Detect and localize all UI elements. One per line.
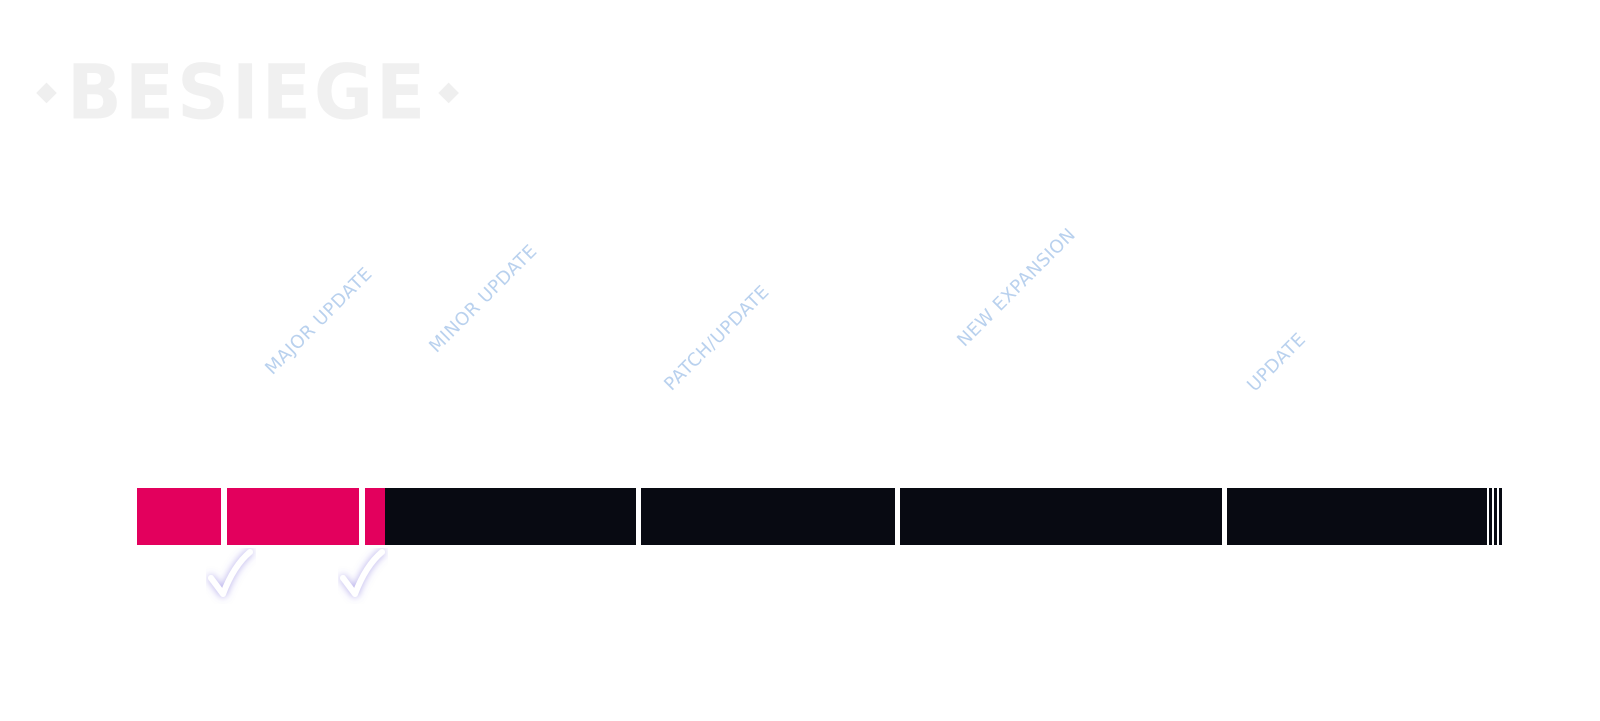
game-logo: ⬥ BESIEGE ⬥ — [36, 47, 459, 137]
progress-bar-end-tick — [1499, 488, 1502, 545]
progress-bar-end-tick — [1494, 488, 1497, 545]
logo-ornament-left: ⬥ — [36, 74, 57, 109]
progress-segment-completed — [227, 488, 359, 545]
logo-text: BESIEGE — [67, 47, 429, 137]
progress-segment-remaining — [641, 488, 895, 545]
milestone-label: PATCH/UPDATE — [660, 281, 774, 395]
milestone-label: MAJOR UPDATE — [261, 263, 377, 379]
progress-segment-remaining — [385, 488, 636, 545]
progress-segment-completed — [365, 488, 385, 545]
roadmap-progress-bar — [137, 488, 1503, 545]
progress-segment-remaining — [900, 488, 1222, 545]
progress-segment-completed — [137, 488, 221, 545]
progress-bar-end-tick — [1489, 488, 1492, 545]
milestone-label: MINOR UPDATE — [425, 240, 542, 357]
milestone-label: UPDATE — [1243, 328, 1311, 396]
progress-segment-remaining — [1227, 488, 1487, 545]
checkmark-icon — [208, 549, 253, 597]
logo-ornament-right: ⬥ — [438, 74, 460, 109]
milestone-label: NEW EXPANSION — [953, 224, 1081, 351]
checkmark-icon — [340, 549, 385, 597]
